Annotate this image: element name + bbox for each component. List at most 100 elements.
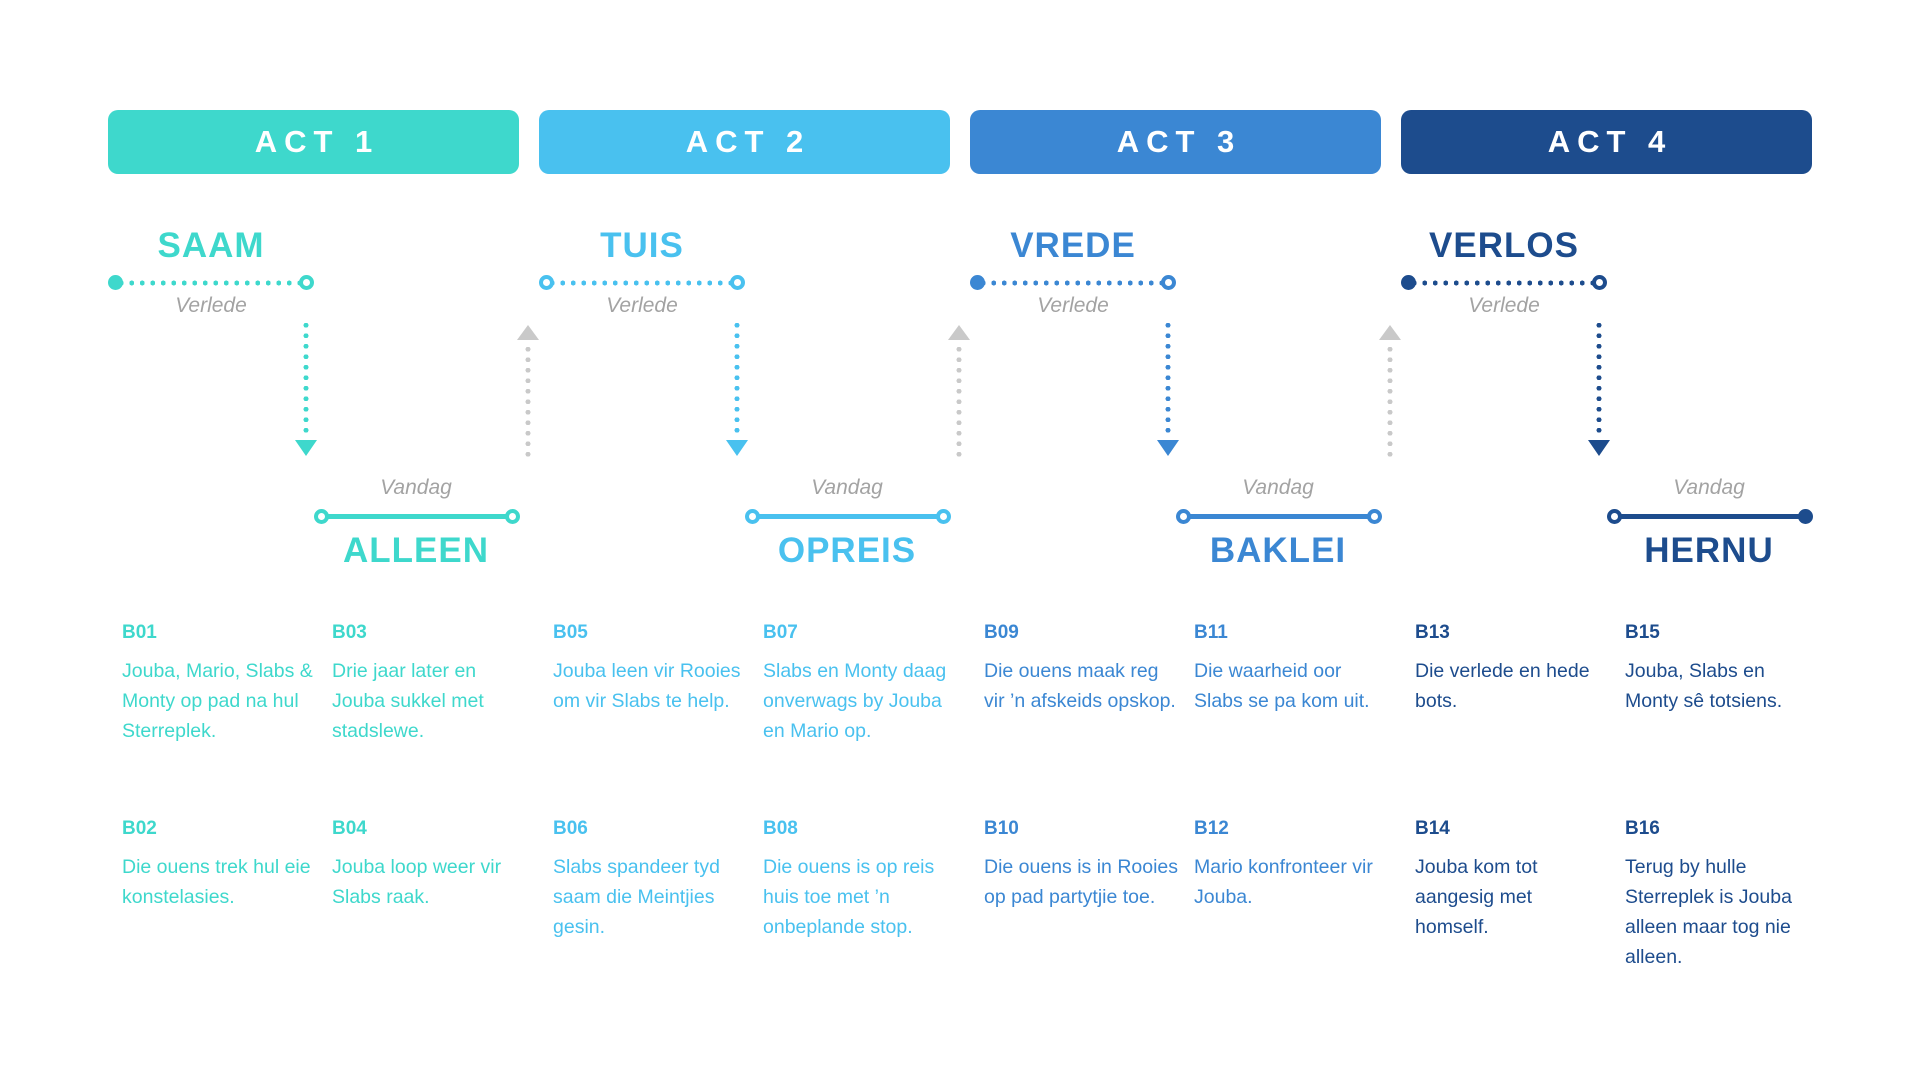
act-4-down-dotted-line bbox=[1596, 320, 1602, 436]
up-arrow-icon bbox=[1379, 325, 1401, 340]
act-3-bottom-word: BAKLEI bbox=[1209, 531, 1347, 570]
up-dotted-line bbox=[1387, 344, 1393, 460]
line-endpoint-open-icon bbox=[1367, 509, 1382, 524]
beat-card-b09: B09 Die ouens maak reg vir ’n afskeids o… bbox=[984, 622, 1189, 716]
act-4-today-line bbox=[1614, 514, 1805, 519]
line-endpoint-open-icon bbox=[314, 509, 329, 524]
beat-id: B06 bbox=[553, 818, 588, 839]
act-3-today-caption: Vandag bbox=[1242, 476, 1314, 499]
beat-card-b14: B14 Jouba kom tot aangesig met homself. bbox=[1415, 818, 1620, 942]
beat-id: B13 bbox=[1415, 622, 1450, 643]
beat-text: Die ouens maak reg vir ’n afskeids opsko… bbox=[984, 660, 1176, 712]
return-connector bbox=[516, 325, 540, 460]
beat-text: Jouba leen vir Rooies om vir Slabs te he… bbox=[553, 660, 741, 712]
down-arrow-icon bbox=[1157, 440, 1179, 456]
beat-card-b13: B13 Die verlede en hede bots. bbox=[1415, 622, 1620, 716]
up-arrow-icon bbox=[517, 325, 539, 340]
down-arrow-icon bbox=[726, 440, 748, 456]
act-1-past-caption: Verlede bbox=[175, 294, 247, 317]
act-1-today-line bbox=[321, 514, 512, 519]
act-4-today-caption: Vandag bbox=[1673, 476, 1745, 499]
beat-card-b02: B02 Die ouens trek hul eie konstelasies. bbox=[122, 818, 327, 912]
act-1-column: ACT 1 SAAM Verlede Vandag ALLEEN bbox=[108, 110, 520, 620]
act-1-header: ACT 1 bbox=[108, 110, 519, 174]
line-endpoint-open-icon bbox=[505, 509, 520, 524]
beat-id: B11 bbox=[1194, 622, 1228, 643]
beat-card-b15: B15 Jouba, Slabs en Monty sê totsiens. bbox=[1625, 622, 1830, 716]
beat-id: B03 bbox=[332, 622, 367, 643]
beat-card-b16: B16 Terug by hulle Sterreplek is Jouba a… bbox=[1625, 818, 1830, 972]
beat-text: Die ouens is op reis huis toe met ’n onb… bbox=[763, 856, 935, 938]
act-3-header: ACT 3 bbox=[970, 110, 1381, 174]
beat-text: Drie jaar later en Jouba sukkel met stad… bbox=[332, 660, 484, 742]
act-4-past-dotted-line bbox=[1409, 280, 1600, 286]
beat-text: Slabs en Monty daag onverwags by Jouba e… bbox=[763, 660, 947, 742]
act-1-today-caption: Vandag bbox=[380, 476, 452, 499]
line-endpoint-filled-icon bbox=[108, 275, 123, 290]
beat-id: B14 bbox=[1415, 818, 1450, 839]
beat-text: Jouba kom tot aangesig met homself. bbox=[1415, 856, 1538, 938]
beat-card-b11: B11 Die waarheid oor Slabs se pa kom uit… bbox=[1194, 622, 1399, 716]
up-arrow-icon bbox=[948, 325, 970, 340]
line-endpoint-open-icon bbox=[1176, 509, 1191, 524]
beat-id: B09 bbox=[984, 622, 1019, 643]
return-connector bbox=[947, 325, 971, 460]
beat-id: B08 bbox=[763, 818, 798, 839]
beat-text: Die verlede en hede bots. bbox=[1415, 660, 1590, 712]
line-endpoint-open-icon bbox=[1592, 275, 1607, 290]
beat-id: B04 bbox=[332, 818, 367, 839]
beat-card-b12: B12 Mario konfronteer vir Jouba. bbox=[1194, 818, 1399, 912]
beat-id: B02 bbox=[122, 818, 157, 839]
act-4-column: ACT 4 VERLOS Verlede Vandag HERNU bbox=[1401, 110, 1813, 620]
act-2-column: ACT 2 TUIS Verlede Vandag OPREIS bbox=[539, 110, 951, 620]
act-1-past-dotted-line bbox=[116, 280, 307, 286]
beat-card-b03: B03 Drie jaar later en Jouba sukkel met … bbox=[332, 622, 537, 746]
act-4-past-caption: Verlede bbox=[1468, 294, 1540, 317]
act-3-today-line bbox=[1183, 514, 1374, 519]
beat-text: Terug by hulle Sterreplek is Jouba allee… bbox=[1625, 856, 1792, 968]
act-2-header: ACT 2 bbox=[539, 110, 950, 174]
beat-id: B01 bbox=[122, 622, 157, 643]
line-endpoint-filled-icon bbox=[1798, 509, 1813, 524]
act-2-past-caption: Verlede bbox=[606, 294, 678, 317]
beat-card-b06: B06 Slabs spandeer tyd saam die Meintjie… bbox=[553, 818, 758, 942]
act-4-bottom-word: HERNU bbox=[1644, 531, 1774, 570]
act-3-down-dotted-line bbox=[1165, 320, 1171, 436]
act-4-top-word: VERLOS bbox=[1429, 226, 1579, 265]
beat-text: Jouba loop weer vir Slabs raak. bbox=[332, 856, 502, 908]
up-dotted-line bbox=[956, 344, 962, 460]
beat-id: B16 bbox=[1625, 818, 1660, 839]
line-endpoint-open-icon bbox=[299, 275, 314, 290]
act-4-header: ACT 4 bbox=[1401, 110, 1812, 174]
line-endpoint-filled-icon bbox=[1401, 275, 1416, 290]
act-2-past-dotted-line bbox=[547, 280, 738, 286]
line-endpoint-filled-icon bbox=[970, 275, 985, 290]
beat-card-b01: B01 Jouba, Mario, Slabs & Monty op pad n… bbox=[122, 622, 327, 746]
beat-card-b10: B10 Die ouens is in Rooies op pad partyt… bbox=[984, 818, 1189, 912]
act-1-top-word: SAAM bbox=[157, 226, 265, 265]
act-3-top-word: VREDE bbox=[1010, 226, 1136, 265]
up-dotted-line bbox=[525, 344, 531, 460]
beat-text: Die waarheid oor Slabs se pa kom uit. bbox=[1194, 660, 1370, 712]
line-endpoint-open-icon bbox=[730, 275, 745, 290]
beat-id: B10 bbox=[984, 818, 1019, 839]
beat-text: Slabs spandeer tyd saam die Meintjies ge… bbox=[553, 856, 720, 938]
act-2-top-word: TUIS bbox=[600, 226, 684, 265]
line-endpoint-open-icon bbox=[1607, 509, 1622, 524]
beat-text: Mario konfronteer vir Jouba. bbox=[1194, 856, 1373, 908]
beat-id: B07 bbox=[763, 622, 798, 643]
act-2-today-caption: Vandag bbox=[811, 476, 883, 499]
beat-id: B12 bbox=[1194, 818, 1229, 839]
act-1-down-dotted-line bbox=[303, 320, 309, 436]
beat-card-b04: B04 Jouba loop weer vir Slabs raak. bbox=[332, 818, 537, 912]
down-arrow-icon bbox=[1588, 440, 1610, 456]
act-3-column: ACT 3 VREDE Verlede Vandag BAKLEI bbox=[970, 110, 1382, 620]
line-endpoint-open-icon bbox=[539, 275, 554, 290]
down-arrow-icon bbox=[295, 440, 317, 456]
beat-text: Die ouens is in Rooies op pad partytjie … bbox=[984, 856, 1179, 908]
act-2-bottom-word: OPREIS bbox=[777, 531, 917, 570]
act-2-down-dotted-line bbox=[734, 320, 740, 436]
act-3-past-caption: Verlede bbox=[1037, 294, 1109, 317]
act-3-past-dotted-line bbox=[978, 280, 1169, 286]
